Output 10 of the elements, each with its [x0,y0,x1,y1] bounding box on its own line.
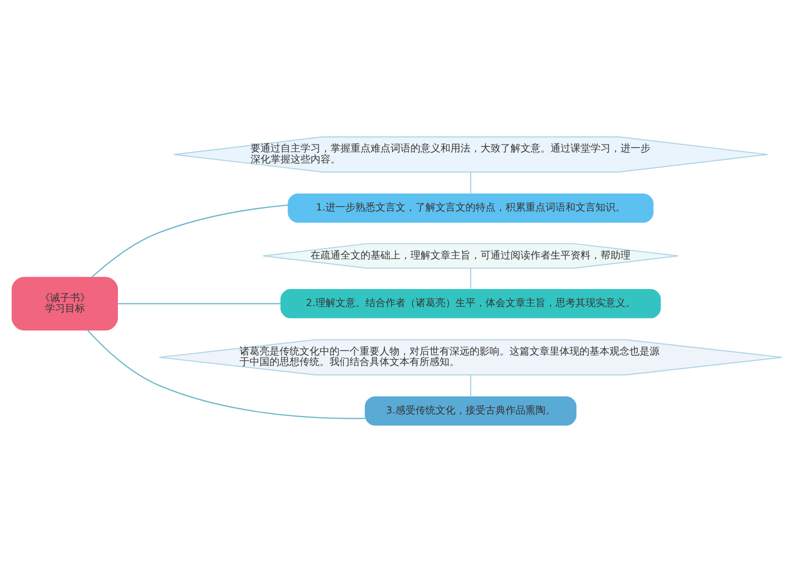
node-box: 3.感受传统文化，接受古典作品熏陶。 [364,396,576,426]
connector [91,204,288,278]
node-box: 《诫子书》 学习目标 [12,276,118,330]
connector [470,268,472,290]
connector [118,302,281,304]
node-box: 2.理解文意。结合作者（诸葛亮）生平，体会文章主旨，思考其现实意义。 [280,288,661,318]
connector [470,172,472,194]
node-box: 1.进一步熟悉文言文，了解文言文的特点，积累重点词语和文言知识。 [288,192,654,222]
connector [470,374,472,396]
connector [86,329,366,419]
